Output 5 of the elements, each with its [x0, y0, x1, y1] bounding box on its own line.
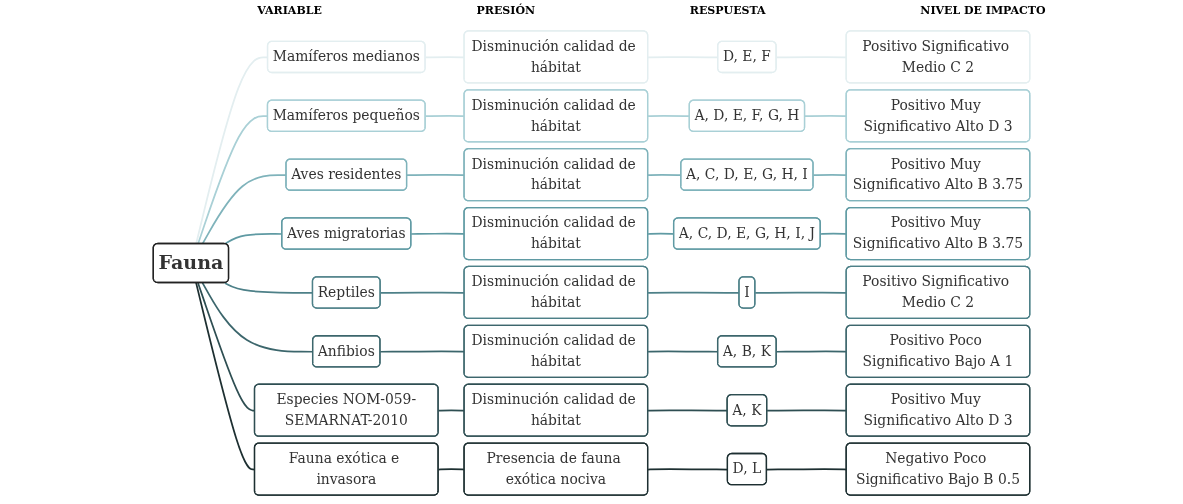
connector [647, 291, 741, 294]
column-header: VARIABLE [257, 4, 322, 19]
column-header: NIVEL DE IMPACTO [920, 4, 1046, 19]
column-header: PRESIÓN [476, 4, 536, 19]
column-header: RESPUESTA [689, 4, 766, 19]
